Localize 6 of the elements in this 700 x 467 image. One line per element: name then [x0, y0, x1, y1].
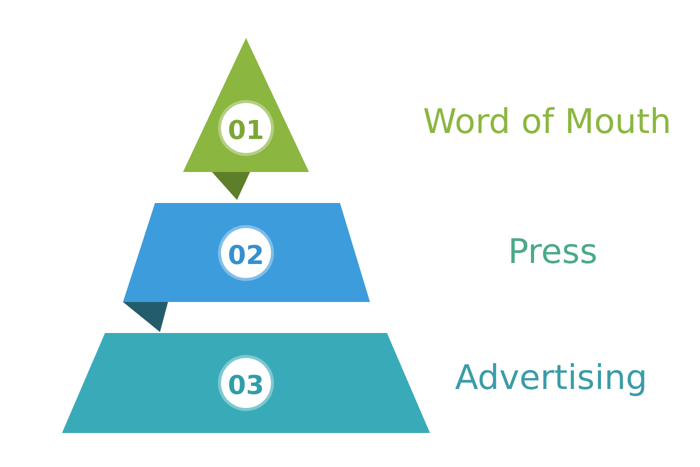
tier-label: Press	[508, 232, 598, 272]
pyramid-tier	[183, 38, 309, 172]
tier-label: Advertising	[455, 358, 648, 398]
pyramid-tier	[123, 203, 370, 302]
tier-label: Word of Mouth	[423, 102, 672, 142]
pyramid-tier	[62, 333, 430, 433]
